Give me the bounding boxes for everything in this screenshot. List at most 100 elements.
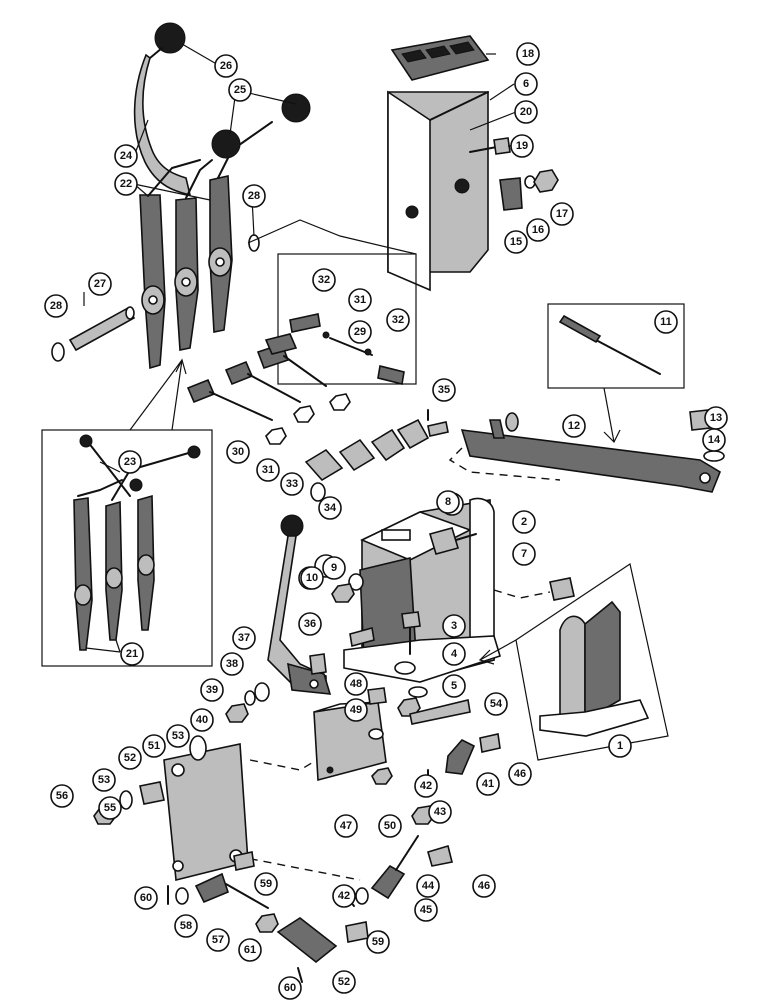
callout-number: 33 — [286, 478, 298, 490]
callout-31: 31 — [348, 288, 372, 312]
callout-number: 6 — [523, 78, 529, 90]
callout-circle — [118, 746, 142, 770]
callout-35: 35 — [432, 378, 456, 402]
callout-circle — [332, 884, 356, 908]
callout-60: 60 — [278, 976, 302, 1000]
callout-circle — [114, 144, 138, 168]
callout-number: 36 — [304, 618, 316, 630]
callout-52: 52 — [332, 970, 356, 994]
callout-circle — [298, 612, 322, 636]
callout-42: 42 — [332, 884, 356, 908]
callout-27: 27 — [88, 272, 112, 296]
callout-28: 28 — [44, 294, 68, 318]
callout-53: 53 — [166, 724, 190, 748]
callout-number: 52 — [338, 976, 350, 988]
callout-circle — [476, 772, 500, 796]
callout-number: 28 — [50, 300, 62, 312]
callout-number: 41 — [482, 778, 494, 790]
callout-circle — [166, 724, 190, 748]
callout-circle — [348, 320, 372, 344]
callout-number: 46 — [478, 880, 490, 892]
callout-circle — [114, 172, 138, 196]
bracket-variant-inset — [478, 563, 669, 761]
callout-26: 26 — [214, 54, 238, 78]
callout-8: 8 — [436, 490, 460, 514]
callout-number: 3 — [451, 620, 457, 632]
hand-lever-37 — [267, 535, 327, 693]
callout-3: 3 — [442, 614, 466, 638]
callout-number: 30 — [232, 446, 244, 458]
callout-2: 2 — [512, 510, 536, 534]
callout-circle — [386, 308, 410, 332]
callout-number: 5 — [451, 680, 457, 692]
callout-number: 13 — [710, 412, 722, 424]
callout-46: 46 — [508, 762, 532, 786]
callout-number: 53 — [172, 730, 184, 742]
callout-circle — [428, 800, 452, 824]
callout-circle — [88, 272, 112, 296]
callout-circle — [436, 490, 460, 514]
callout-circle — [200, 678, 224, 702]
callout-circle — [504, 230, 528, 254]
callout-circle — [442, 674, 466, 698]
callout-50: 50 — [378, 814, 402, 838]
lever-24 — [133, 53, 192, 197]
callout-number: 2 — [521, 516, 527, 528]
callout-circle — [348, 288, 372, 312]
callout-number: 17 — [556, 208, 568, 220]
callout-circle — [442, 642, 466, 666]
callout-circle — [242, 184, 266, 208]
callout-number: 49 — [350, 704, 362, 716]
callout-circle — [366, 930, 390, 954]
callout-46: 46 — [472, 874, 496, 898]
callout-number: 54 — [490, 698, 503, 710]
callout-number: 60 — [140, 892, 152, 904]
callout-circle — [514, 100, 538, 124]
linkage-group — [186, 219, 449, 502]
callout-number: 50 — [384, 820, 396, 832]
washer-28-right — [248, 234, 260, 252]
callout-circle — [702, 428, 726, 452]
callout-44: 44 — [416, 874, 440, 898]
callout-circle — [484, 692, 508, 716]
callout-number: 39 — [206, 684, 218, 696]
callout-49: 49 — [344, 698, 368, 722]
callout-number: 44 — [422, 880, 435, 892]
callout-circle — [516, 42, 540, 66]
callout-number: 16 — [532, 224, 544, 236]
callout-9: 9 — [322, 556, 346, 580]
callout-circle — [322, 556, 346, 580]
callout-circle — [414, 774, 438, 798]
callout-circle — [550, 202, 574, 226]
callout-circle — [98, 796, 122, 820]
callout-41: 41 — [476, 772, 500, 796]
callout-32: 32 — [386, 308, 410, 332]
callout-28: 28 — [242, 184, 266, 208]
callout-number: 19 — [516, 140, 528, 152]
callout-circle — [120, 642, 144, 666]
callout-circle — [142, 734, 166, 758]
callout-circle — [50, 784, 74, 808]
callout-number: 21 — [126, 648, 138, 660]
knob-26 — [154, 22, 186, 54]
callout-number: 24 — [120, 150, 133, 162]
callout-circle — [562, 414, 586, 438]
callout-number: 38 — [226, 658, 238, 670]
callout-circle — [300, 566, 324, 590]
callout-number: 46 — [514, 768, 526, 780]
callout-13: 13 — [704, 406, 728, 430]
shaft-27 — [68, 306, 136, 352]
callout-10: 10 — [300, 566, 324, 590]
callout-number: 26 — [220, 60, 232, 72]
callout-number: 37 — [238, 632, 250, 644]
callout-18: 18 — [516, 42, 540, 66]
hand-lever-group — [225, 514, 332, 723]
callout-number: 53 — [98, 774, 110, 786]
callout-16: 16 — [526, 218, 550, 242]
callout-number: 52 — [124, 752, 136, 764]
callout-circle — [278, 976, 302, 1000]
callout-number: 25 — [234, 84, 246, 96]
callout-number: 32 — [318, 274, 330, 286]
control-levers-group — [51, 22, 311, 370]
callout-52: 52 — [118, 746, 142, 770]
